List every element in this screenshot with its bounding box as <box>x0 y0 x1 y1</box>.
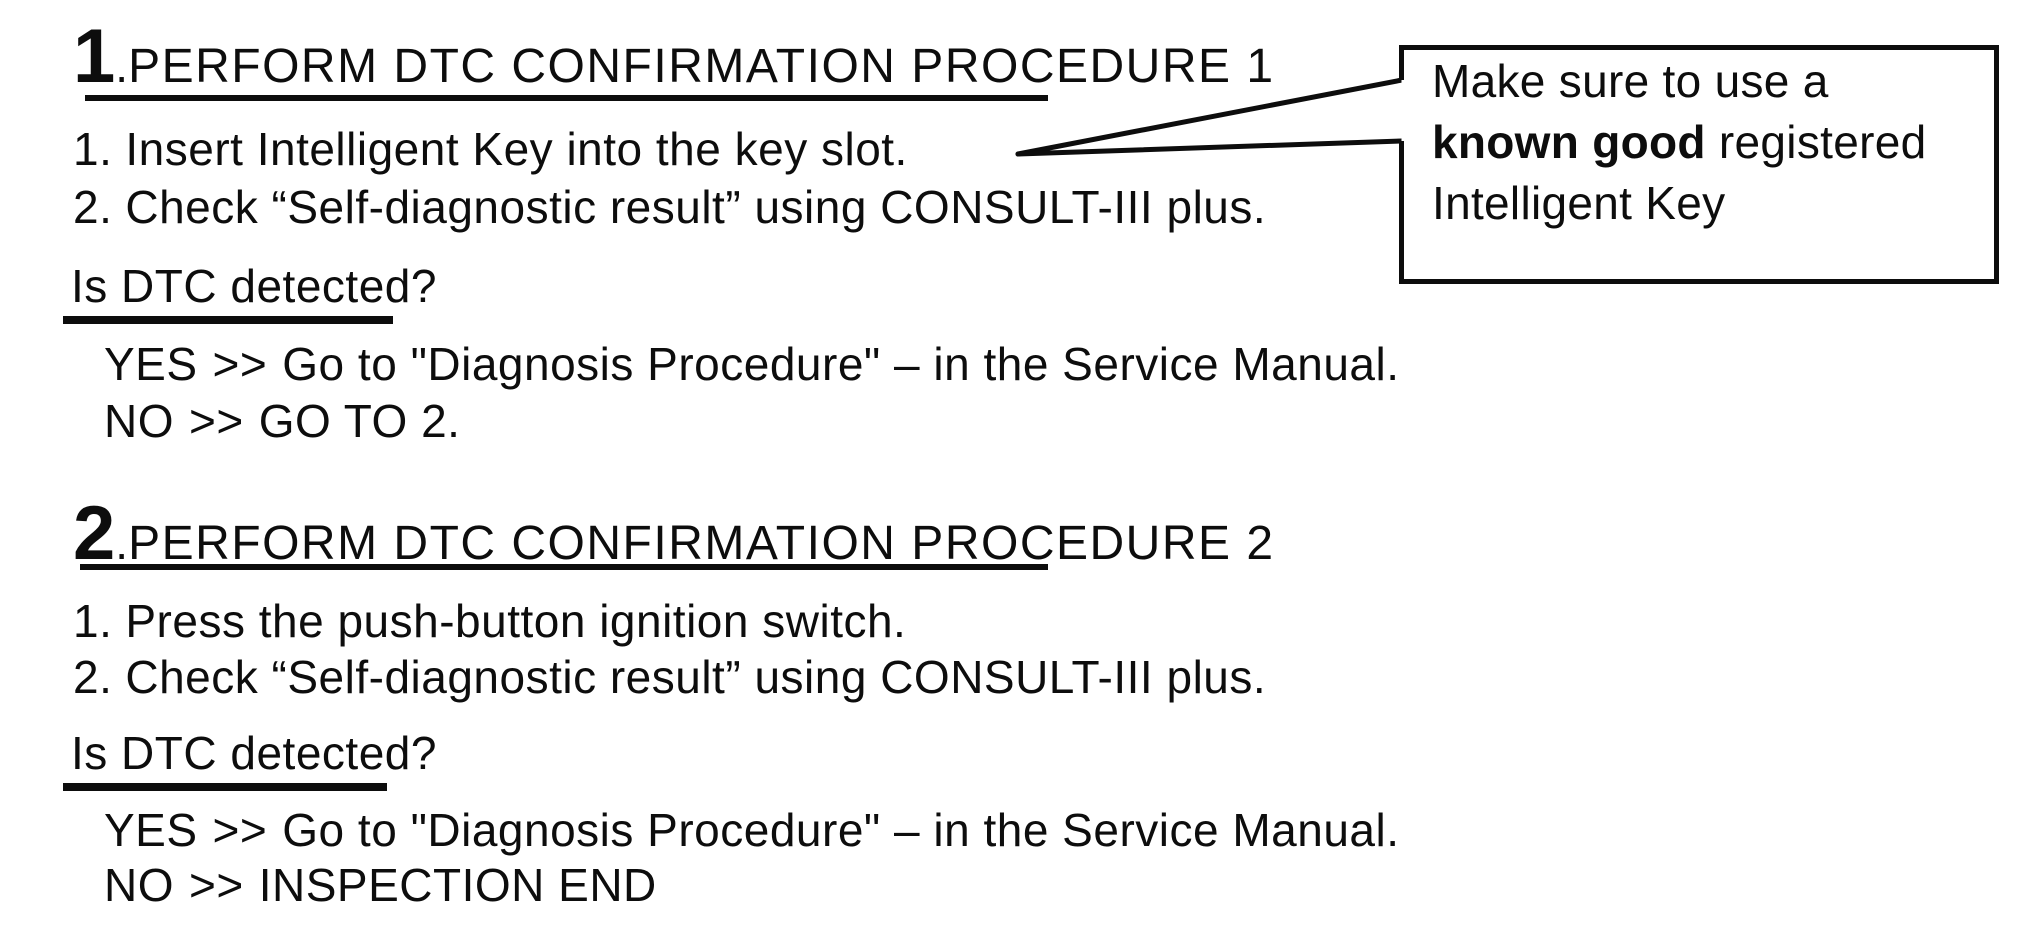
section-2-question-underline <box>63 783 387 791</box>
step-text: Insert Intelligent Key into the key slot… <box>125 123 908 175</box>
section-2-results: YES>>Go to "Diagnosis Procedure" – in th… <box>104 803 1400 913</box>
result-arrow: >> <box>189 395 244 447</box>
step-text: Check “Self-diagnostic result” using CON… <box>125 651 1267 703</box>
result-line-yes: YES >> Go to "Diagnosis Procedure" – in th… <box>104 803 1400 858</box>
step-text: Check “Self-diagnostic result” using CON… <box>125 181 1267 233</box>
section-2-question: Is DTC detected? <box>71 727 437 779</box>
step-number: 1. <box>73 595 113 647</box>
result-arrow: >> <box>212 338 268 390</box>
step-item: 1.Insert Intelligent Key into the key sl… <box>73 120 1266 178</box>
section-1-number-separator: . <box>115 40 129 92</box>
callout-line-2: known good registered <box>1432 112 1926 173</box>
result-label: YES <box>104 338 198 390</box>
step-number: 2. <box>73 651 113 703</box>
callout-box-border <box>1399 45 1999 284</box>
section-2-number-separator: . <box>115 517 129 569</box>
section-1-title: PERFORM DTC CONFIRMATION PROCEDURE 1 <box>128 40 1275 93</box>
result-label: NO <box>104 859 174 911</box>
result-label: YES <box>104 804 198 856</box>
callout-emphasis: known good <box>1432 116 1706 168</box>
section-2-number: 2 <box>73 491 116 576</box>
section-2-heading-underline <box>80 564 1048 570</box>
section-1-steps: 1.Insert Intelligent Key into the key sl… <box>73 120 1266 236</box>
section-1-heading-underline <box>85 95 1048 101</box>
section-2-steps: 1.Press the push-button ignition switch.… <box>73 593 1266 705</box>
result-line-yes: YES >> Go to "Diagnosis Procedure" – in th… <box>104 336 1400 393</box>
step-text: Press the push-button ignition switch. <box>125 595 907 647</box>
result-arrow: >> <box>212 804 268 856</box>
section-1-results: YES>>Go to "Diagnosis Procedure" – in th… <box>104 336 1400 450</box>
section-1-question-underline <box>63 316 393 324</box>
section-1-question: Is DTC detected? <box>71 260 437 312</box>
callout-line-2-rest: registered <box>1705 116 1927 168</box>
callout-line-1: Make sure to use a <box>1432 55 1829 107</box>
section-1-heading: 1.PERFORM DTC CONFIRMATION PROCEDURE 1 <box>73 19 1275 95</box>
result-label: NO <box>104 395 174 447</box>
step-item: 2.Check “Self-diagnostic result” using C… <box>73 178 1266 236</box>
callout-tail-lower-line <box>1015 138 1405 157</box>
result-text: GO TO 2. <box>258 395 461 447</box>
result-line-no: NO >> GO TO 2. <box>104 393 1400 450</box>
step-number: 2. <box>73 181 113 233</box>
step-item: 2.Check “Self-diagnostic result” using C… <box>73 649 1266 705</box>
section-2-title: PERFORM DTC CONFIRMATION PROCEDURE 2 <box>128 517 1275 570</box>
step-item: 1.Press the push-button ignition switch. <box>73 593 1266 649</box>
result-arrow: >> <box>189 859 244 911</box>
result-text: Go to "Diagnosis Procedure" – in the Ser… <box>282 804 1400 856</box>
section-2-heading: 2.PERFORM DTC CONFIRMATION PROCEDURE 2 <box>73 496 1275 572</box>
callout-tail-upper-line <box>1015 77 1405 157</box>
result-text: INSPECTION END <box>258 859 657 911</box>
step-number: 1. <box>73 123 113 175</box>
result-line-no: NO >> INSPECTION END <box>104 858 1400 913</box>
callout-line-3: Intelligent Key <box>1432 177 1726 229</box>
callout-note: Make sure to use a known good registered… <box>1432 51 1926 234</box>
section-1-number: 1 <box>73 14 116 99</box>
result-text: Go to "Diagnosis Procedure" – in the Ser… <box>282 338 1400 390</box>
